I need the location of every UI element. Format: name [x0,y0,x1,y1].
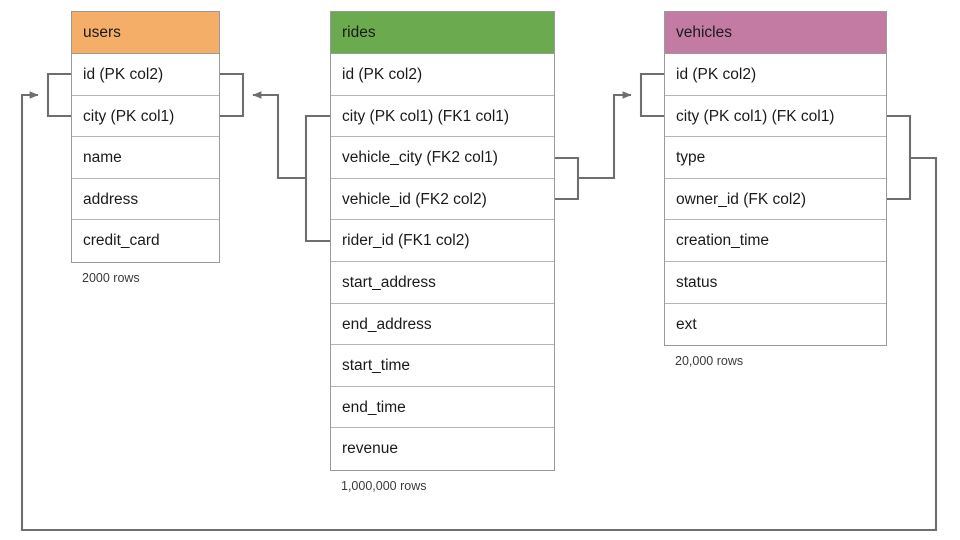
users-right-bracket [220,72,245,118]
table-rides-column-id[interactable]: id (PK col2) [331,54,554,96]
table-rides-column-start-address[interactable]: start_address [331,262,554,304]
table-users-column-id[interactable]: id (PK col2) [72,54,219,96]
table-rides-row-count: 1,000,000 rows [341,479,427,493]
table-rides-column-vehicle-id[interactable]: vehicle_id (FK2 col2) [331,179,554,221]
table-users-row-count: 2000 rows [82,271,140,285]
table-vehicles-column-city[interactable]: city (PK col1) (FK col1) [665,96,886,138]
table-rides-column-end-address[interactable]: end_address [331,304,554,346]
table-vehicles-column-owner-id[interactable]: owner_id (FK col2) [665,179,886,221]
table-users-column-credit-card[interactable]: credit_card [83,232,160,250]
rides-fk1-route [252,91,306,180]
table-rides[interactable]: rides id (PK col2) city (PK col1) (FK1 c… [330,11,555,471]
table-users-column-city[interactable]: city (PK col1) [72,96,219,138]
table-rides-header: rides [331,12,554,54]
table-users[interactable]: users id (PK col2) city (PK col1) name a… [71,11,220,263]
table-users-column-name[interactable]: name [72,137,219,179]
table-vehicles-column-id[interactable]: id (PK col2) [665,54,886,96]
rides-fk2-route [578,91,632,180]
table-rides-column-city[interactable]: city (PK col1) (FK1 col1) [331,96,554,138]
table-vehicles-column-status[interactable]: status [665,262,886,304]
vehicles-left-bracket [639,72,664,118]
table-rides-column-start-time[interactable]: start_time [331,345,554,387]
table-rides-column-rider-id[interactable]: rider_id (FK1 col2) [331,220,554,262]
vehicles-right-bracket [887,114,912,201]
rides-fk2-bracket [555,156,580,201]
users-left-bracket [46,72,71,118]
table-vehicles-header: vehicles [665,12,886,54]
table-vehicles[interactable]: vehicles id (PK col2) city (PK col1) (FK… [664,11,887,347]
table-users-header: users [72,12,219,54]
table-vehicles-row-count: 20,000 rows [675,354,744,368]
table-vehicles-column-ext[interactable]: ext [676,315,697,333]
table-rides-column-end-time[interactable]: end_time [331,387,554,429]
table-vehicles-column-type[interactable]: type [665,137,886,179]
table-rides-column-revenue[interactable]: revenue [342,440,399,458]
table-vehicles-column-creation-time[interactable]: creation_time [665,220,886,262]
table-users-column-address[interactable]: address [72,179,219,221]
rides-fk1-bracket [304,114,330,243]
table-rides-column-vehicle-city[interactable]: vehicle_city (FK2 col1) [331,137,554,179]
